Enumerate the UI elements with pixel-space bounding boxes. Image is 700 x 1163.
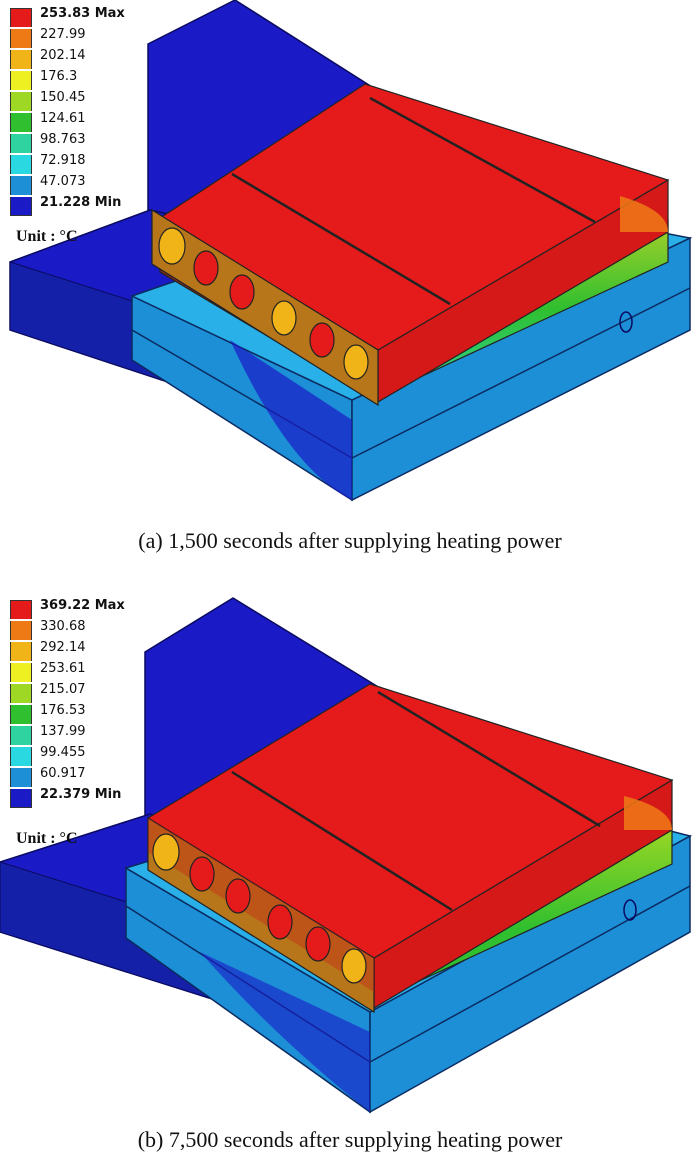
simulation-panel-a: 253.83 Max 227.99 202.14 176.3 150.45 124.61 9… bbox=[0, 0, 700, 522]
legend-entry: 227.99 bbox=[10, 27, 160, 48]
legend-label: 227.99 bbox=[40, 27, 86, 42]
legend-entry: 176.53 bbox=[10, 703, 160, 724]
legend-label: 176.3 bbox=[40, 69, 78, 84]
legend-entry: 330.68 bbox=[10, 619, 160, 640]
legend-label: 253.61 bbox=[40, 661, 86, 676]
legend-label: 22.379 Min bbox=[40, 787, 122, 802]
legend-swatch bbox=[10, 8, 32, 27]
legend-label: 137.99 bbox=[40, 724, 86, 739]
legend-entry: 369.22 Max bbox=[10, 598, 160, 619]
legend-entry: 21.228 Min bbox=[10, 195, 160, 216]
legend-swatch bbox=[10, 747, 32, 766]
legend-label: 124.61 bbox=[40, 111, 86, 126]
legend-label: 215.07 bbox=[40, 682, 86, 697]
legend-label: 292.14 bbox=[40, 640, 86, 655]
simulation-panel-b: 369.22 Max 330.68 292.14 253.61 215.07 176.53… bbox=[0, 592, 700, 1114]
legend-label: 202.14 bbox=[40, 48, 86, 63]
legend-entry: 150.45 bbox=[10, 90, 160, 111]
legend-entry: 202.14 bbox=[10, 48, 160, 69]
thermal-model-render-b bbox=[0, 597, 693, 1114]
legend-swatch bbox=[10, 768, 32, 787]
caption-b: (b) 7,500 seconds after supplying heatin… bbox=[137, 1127, 563, 1152]
legend-swatch bbox=[10, 789, 32, 808]
legend-swatch bbox=[10, 29, 32, 48]
legend-label: 369.22 Max bbox=[40, 598, 125, 613]
legend-swatch bbox=[10, 684, 32, 703]
legend-swatch bbox=[10, 92, 32, 111]
legend-label: 150.45 bbox=[40, 90, 86, 105]
legend-entry: 99.455 bbox=[10, 745, 160, 766]
legend-label: 330.68 bbox=[40, 619, 86, 634]
legend-swatch bbox=[10, 642, 32, 661]
legend-entry: 292.14 bbox=[10, 640, 160, 661]
legend-entry: 137.99 bbox=[10, 724, 160, 745]
legend-swatch bbox=[10, 197, 32, 216]
legend-entry: 176.3 bbox=[10, 69, 160, 90]
legend-swatch bbox=[10, 176, 32, 195]
legend-label: 47.073 bbox=[40, 174, 86, 189]
legend-label: 99.455 bbox=[40, 745, 86, 760]
legend-swatch bbox=[10, 50, 32, 69]
legend-swatch bbox=[10, 621, 32, 640]
legend-swatch bbox=[10, 155, 32, 174]
legend-swatch bbox=[10, 600, 32, 619]
legend-label: 72.918 bbox=[40, 153, 86, 168]
legend-swatch bbox=[10, 113, 32, 132]
legend-swatch bbox=[10, 705, 32, 724]
legend-swatch bbox=[10, 726, 32, 745]
legend-swatch bbox=[10, 71, 32, 90]
legend-entry: 253.61 bbox=[10, 661, 160, 682]
unit-label-a: Unit : °C bbox=[16, 228, 78, 245]
legend-entry: 124.61 bbox=[10, 111, 160, 132]
legend-label: 176.53 bbox=[40, 703, 86, 718]
legend-entry: 215.07 bbox=[10, 682, 160, 703]
legend-label: 98.763 bbox=[40, 132, 86, 147]
legend-entry: 98.763 bbox=[10, 132, 160, 153]
legend-label: 60.917 bbox=[40, 766, 86, 781]
legend-entry: 22.379 Min bbox=[10, 787, 160, 808]
legend-swatch bbox=[10, 134, 32, 153]
thermal-model-render-a bbox=[9, 0, 693, 502]
unit-label-b: Unit : °C bbox=[16, 830, 78, 847]
temperature-legend-a: 253.83 Max 227.99 202.14 176.3 150.45 124.61 9… bbox=[10, 6, 160, 216]
legend-entry: 60.917 bbox=[10, 766, 160, 787]
legend-swatch bbox=[10, 663, 32, 682]
legend-label: 253.83 Max bbox=[40, 6, 125, 21]
caption-a: (a) 1,500 seconds after supplying heatin… bbox=[138, 528, 562, 553]
legend-entry: 72.918 bbox=[10, 153, 160, 174]
legend-label: 21.228 Min bbox=[40, 195, 122, 210]
temperature-legend-b: 369.22 Max 330.68 292.14 253.61 215.07 176.53… bbox=[10, 598, 160, 808]
legend-entry: 253.83 Max bbox=[10, 6, 160, 27]
legend-entry: 47.073 bbox=[10, 174, 160, 195]
